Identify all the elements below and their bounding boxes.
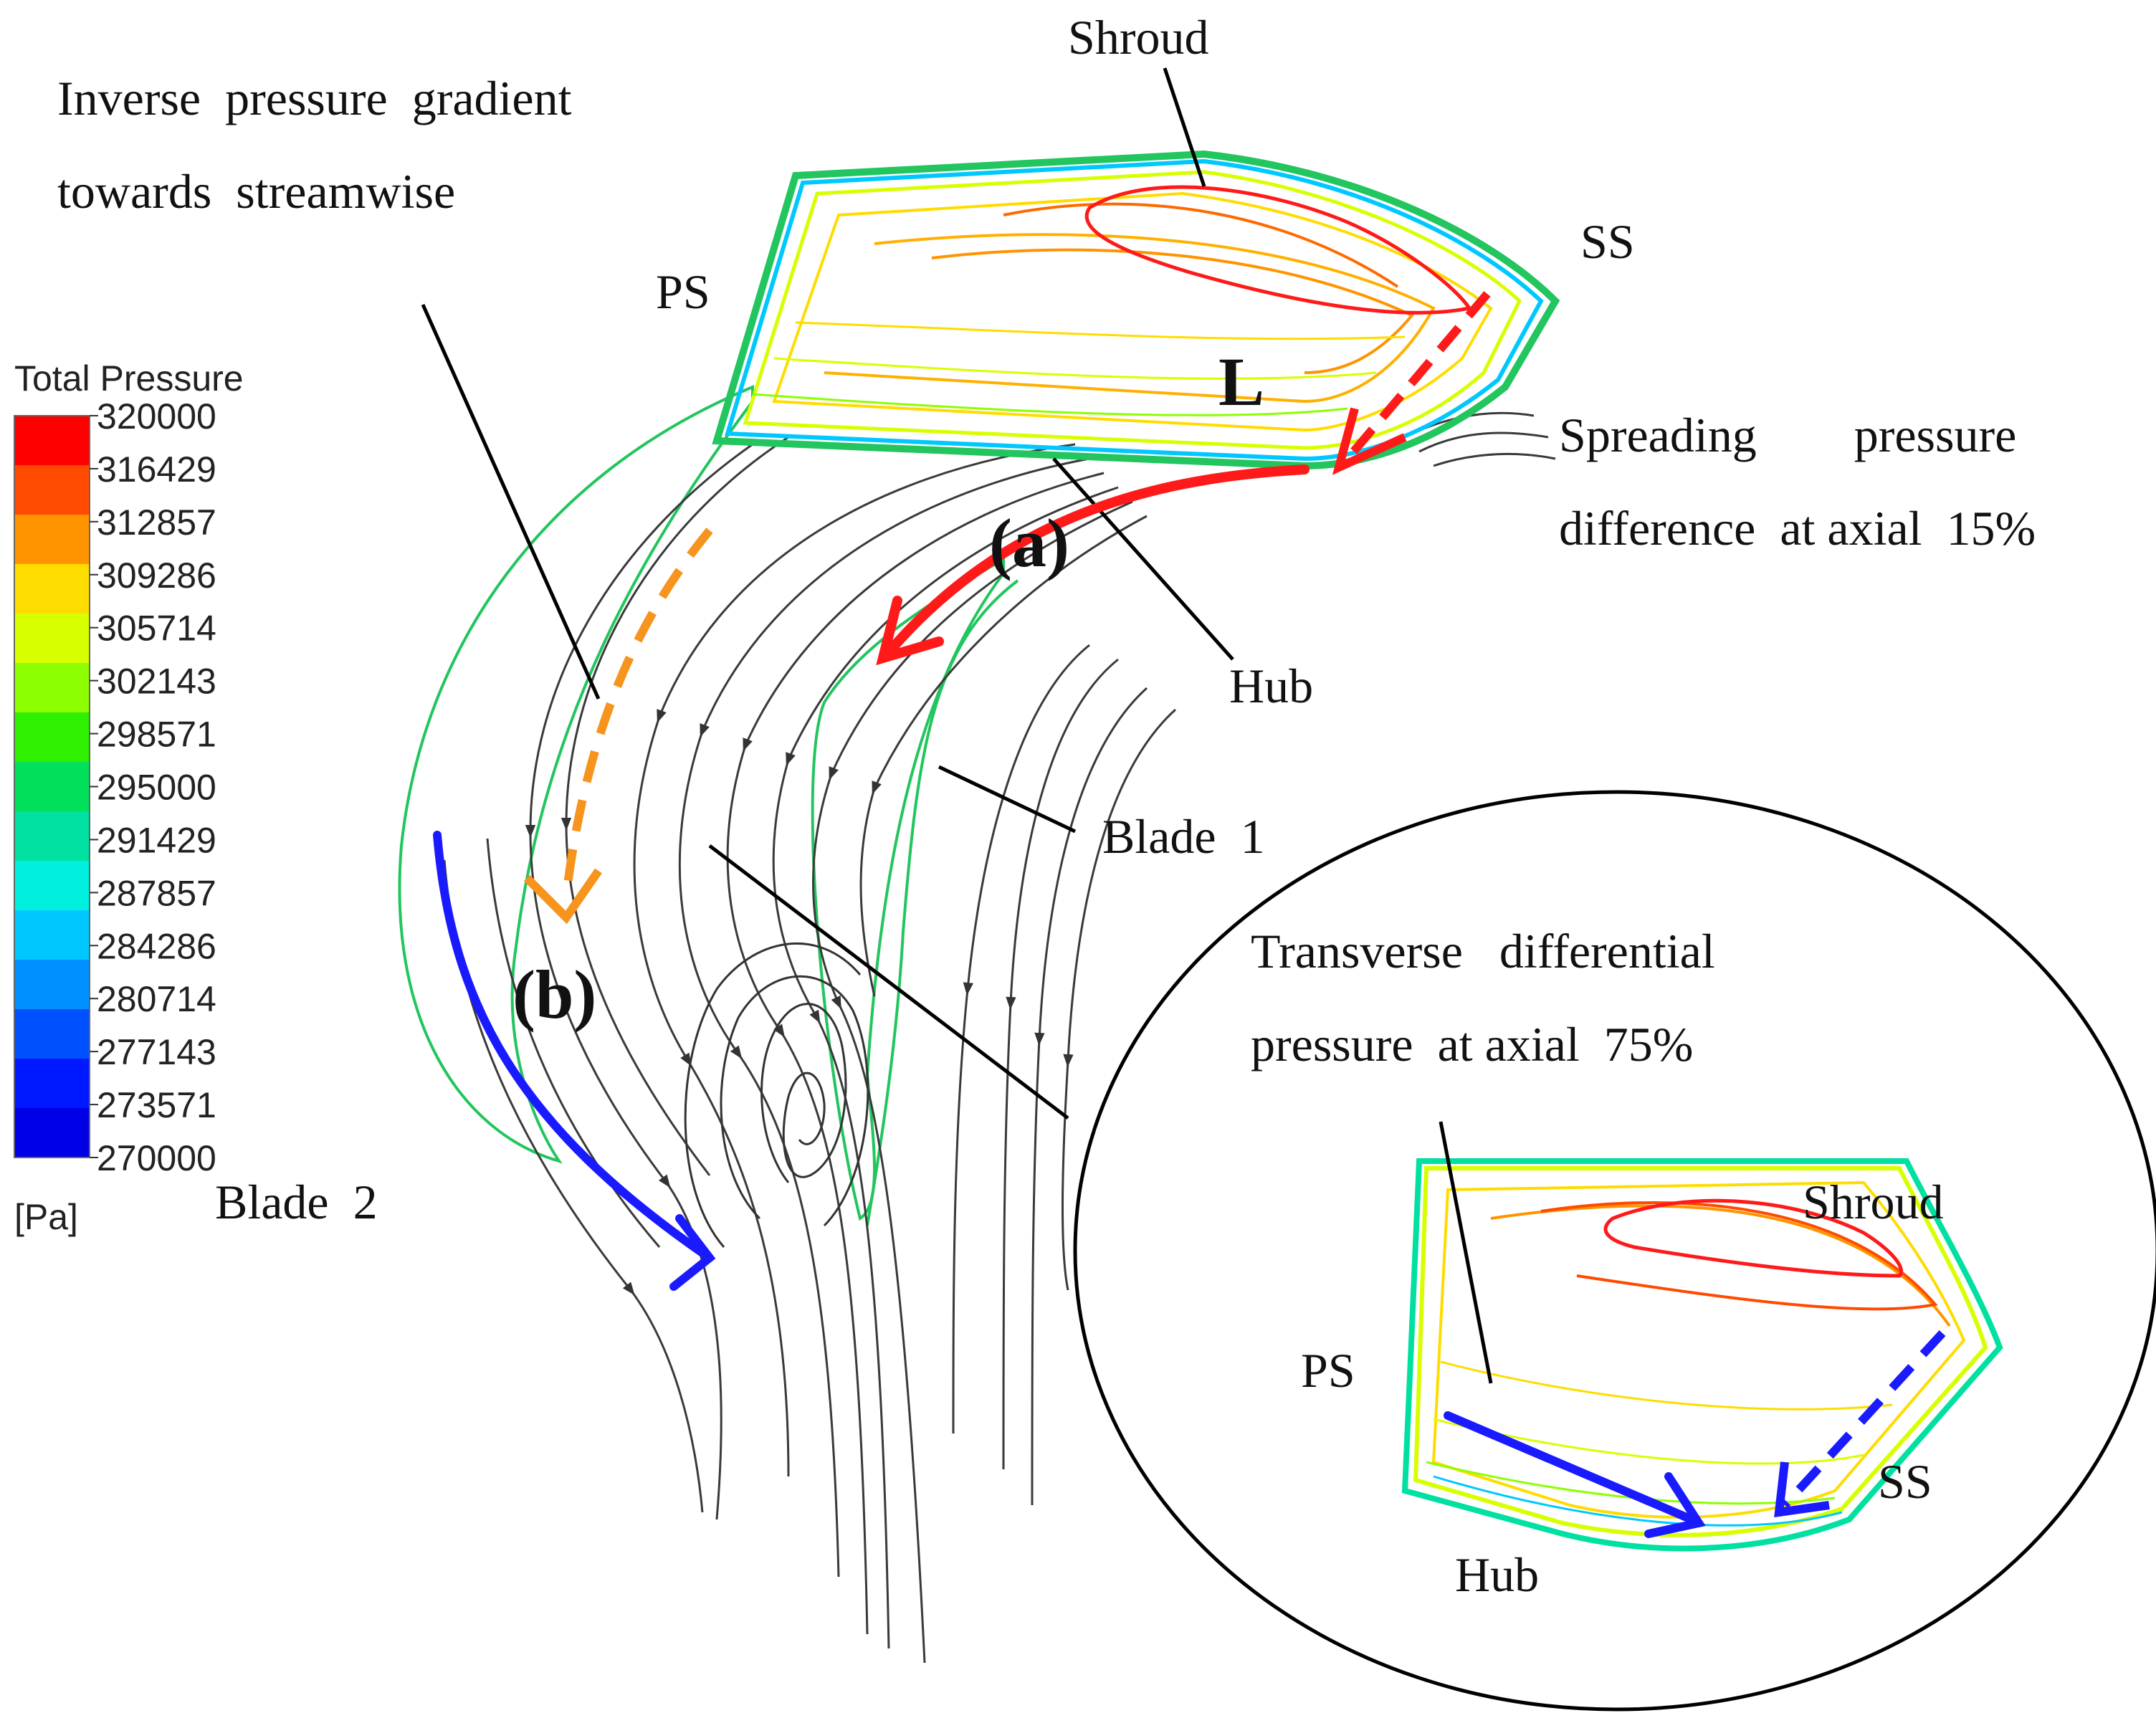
vortex-spiral [684, 942, 869, 1248]
legend-tick-label: 320000 [97, 396, 216, 436]
leader-blade1 [938, 765, 1077, 834]
label-l-marker: L [1218, 343, 1264, 420]
legend-tick-label: 309286 [97, 555, 216, 596]
legend-tick-label: 316429 [97, 449, 216, 490]
streamline [678, 457, 1090, 1578]
streamline [772, 486, 1119, 1649]
legend-tick-label: 312857 [97, 502, 216, 543]
top-pressure-contour [712, 150, 1560, 470]
streamline [859, 515, 1148, 997]
label-transverse-line1: Transverse differential [1251, 924, 1715, 978]
label-ps-top: PS [656, 264, 710, 319]
legend-color-band [14, 663, 90, 713]
red-dashed-arrowhead [1332, 407, 1407, 475]
streamline [486, 838, 661, 1248]
streamline [1031, 687, 1148, 1506]
legend-unit: [Pa] [14, 1197, 78, 1237]
red-dashed-arrow [1344, 291, 1491, 462]
label-inverse-line2: towards streamwise [57, 164, 455, 219]
streamline [952, 644, 1090, 1434]
label-hub-top: Hub [1229, 659, 1313, 713]
label-ps-inset: PS [1301, 1343, 1355, 1398]
label-shroud-inset: Shroud [1803, 1175, 1943, 1229]
legend-color-band [14, 465, 90, 515]
legend-title: Total Pressure [14, 358, 244, 399]
label-ss-inset: SS [1878, 1454, 1932, 1509]
blade-2-outline [398, 385, 754, 1164]
streamline [1002, 658, 1119, 1470]
text-labels: Inverse pressure gradient towards stream… [57, 10, 2036, 1602]
label-a-marker: (a) [989, 505, 1069, 581]
streamline [1433, 452, 1556, 467]
label-spreading-line1: Spreading pressure [1559, 408, 2016, 462]
legend-tick-label: 280714 [97, 979, 216, 1019]
blade-1-outline [811, 556, 1005, 1221]
streamline [561, 436, 789, 1176]
legend-tick-label: 298571 [97, 715, 216, 755]
legend-tick-label: 291429 [97, 820, 216, 860]
blade-1-outer [866, 579, 1019, 1226]
label-spreading-line2: difference at axial 15% [1559, 501, 2036, 555]
leader-lines [421, 67, 1493, 1384]
legend-color-band [14, 861, 90, 911]
legend-tick-label: 295000 [97, 768, 216, 808]
legend-tick-labels: 320000 316429 312857 309286 305714 302143 2985… [90, 396, 216, 1178]
streamline [1062, 708, 1177, 1291]
streamline [812, 500, 1133, 1664]
legend-tick-label: 270000 [97, 1138, 216, 1178]
leader-inverse [421, 303, 601, 700]
label-shroud-top: Shroud [1068, 10, 1208, 65]
legend-color-band [14, 614, 90, 664]
label-hub-inset: Hub [1455, 1547, 1539, 1602]
legend-color-band [14, 910, 90, 960]
label-b-marker: (b) [512, 956, 596, 1033]
legend-color-band [14, 416, 90, 466]
label-blade1: Blade 1 [1102, 809, 1265, 864]
legend-colorbar [14, 415, 90, 1158]
legend-tick-label: 287857 [97, 873, 216, 913]
leader-shroud-top [1163, 67, 1206, 187]
legend-tick-label: 284286 [97, 926, 216, 966]
streamline [726, 472, 1105, 1635]
label-inverse-line1: Inverse pressure gradient [57, 71, 572, 125]
inset-blue-arrow [1444, 1411, 1706, 1538]
legend-color-band [14, 564, 90, 614]
orange-dashed-arrow [523, 528, 713, 925]
inset-blue-dashed-arrow [1774, 1330, 1946, 1518]
streamline [525, 443, 753, 1520]
leader-transverse-b [1439, 1121, 1493, 1384]
legend-color-band [14, 1108, 90, 1158]
legend-color-band [14, 960, 90, 1010]
legend-tick-label: 302143 [97, 662, 216, 702]
label-transverse-line2: pressure at axial 75% [1251, 1017, 1693, 1072]
blue-arrow [433, 831, 716, 1291]
legend-color-band [14, 811, 90, 862]
label-blade2: Blade 2 [215, 1175, 378, 1229]
legend-tick-label: 305714 [97, 609, 216, 649]
leader-hub-top [1052, 457, 1234, 661]
pressure-legend: Total Pressure 3200003164293128573092863… [14, 358, 244, 1237]
legend-color-band [14, 1009, 90, 1059]
streamline [1418, 431, 1549, 453]
legend-color-band [14, 712, 90, 763]
legend-color-band [14, 1059, 90, 1109]
legend-tick-label: 273571 [97, 1085, 216, 1125]
leader-transverse-a [708, 844, 1069, 1120]
legend-color-band [14, 762, 90, 812]
inset-ellipse [1073, 790, 2156, 1712]
streamlines [443, 411, 1556, 1664]
label-ss-top: SS [1580, 214, 1635, 269]
legend-tick-label: 277143 [97, 1032, 216, 1072]
legend-color-band [14, 515, 90, 565]
inset-pressure-contour [1401, 1158, 2003, 1552]
red-arrow [876, 464, 1310, 666]
